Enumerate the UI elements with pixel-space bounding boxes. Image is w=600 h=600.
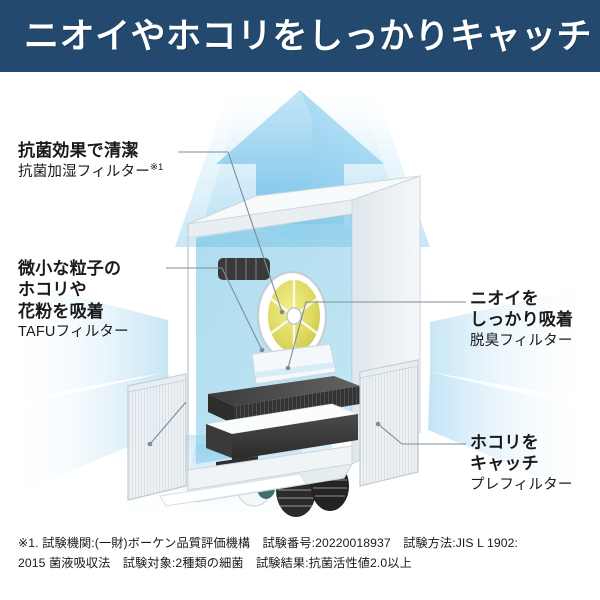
deodorizing-filter-top [208,376,360,406]
leader-dots [147,309,381,447]
callout-prefilter-head-line2: キャッチ [470,454,539,474]
callout-prefilter-head-line1: ホコリを [470,433,539,452]
leader-dot-humidifier [279,309,285,315]
callout-deodorize-head-line2: しっかり吸着 [470,310,574,330]
callout-humidifier-sub-text: 抗菌加湿フィルター [18,164,151,181]
page-title: ニオイやホコリをしっかりキャッチ [24,16,593,56]
leader-dot-prefilter-left [147,441,153,447]
leader-dot-tafu [259,347,265,353]
callout-prefilter-sub: プレフィルター [470,476,573,493]
leader-tafu [166,267,263,351]
callout-pre-filter: ホコリを キャッチ プレフィルター [470,432,573,495]
callout-tafu-head-line2: ホコリや [18,280,87,300]
callout-deodorize-sub: 脱臭フィルター [470,332,573,349]
callout-tafu-sub: TAFUフィルター [18,324,129,341]
leader-deodorize [287,301,466,369]
footnote-line-1: ※1. 試験機関:(一財)ボーケン品質評価機構 試験番号:20220018937… [18,536,519,550]
product-illustration [0,72,600,522]
tafu-filter-front [232,414,358,460]
tafu-filter-left [206,424,232,458]
callout-humidifier-sub: 抗菌加湿フィルター※1 [18,162,163,182]
callout-tafu-head-line1: 微小な粒子の [18,259,122,278]
callout-deodorizing-filter: ニオイを しっかり吸着 脱臭フィルター [470,288,573,351]
humidifier-gear-block [218,258,270,280]
callout-deodorize-head-line1: ニオイを [470,289,539,308]
footnote-block: ※1. 試験機関:(一財)ボーケン品質評価機構 試験番号:20220018937… [18,534,593,574]
antibacterial-humidifying-filter [218,258,337,385]
pre-filter-panel-left [127,373,187,501]
footnote-line-2: 2015 菌液吸収法 試験対象:2種類の細菌 試験結果:抗菌活性値2.0以上 [18,555,412,570]
pre-filter-panel-right [359,359,419,487]
leader-dot-prefilter [375,421,381,427]
airflow-side-right [428,286,598,492]
header-banner: ニオイやホコリをしっかりキャッチ [0,0,600,72]
bottom-intake-louver [159,473,307,507]
air-purifier-cutaway-svg [2,80,598,520]
deodorizing-filter-left [208,394,234,424]
tafu-filter [204,403,360,460]
leader-humidifier [178,151,283,313]
leader-prefilter-left [149,401,187,445]
leader-dot-deodorize [285,365,291,371]
callout-humidifying-filter: 抗菌効果で清潔 抗菌加湿フィルター※1 [18,140,163,182]
callout-tafu-head-line3: 花粉を吸着 [18,301,104,321]
callout-humidifier-head: 抗菌効果で清潔 [18,141,139,160]
footnote-marker-1: ※1 [150,162,164,174]
humidifier-water-line [256,362,334,378]
callout-tafu-filter: 微小な粒子の ホコリや 花粉を吸着 TAFUフィルター [18,258,129,342]
humidifier-disc-hub [286,307,302,325]
leader-prefilter [377,423,466,445]
leader-lines [149,151,466,445]
